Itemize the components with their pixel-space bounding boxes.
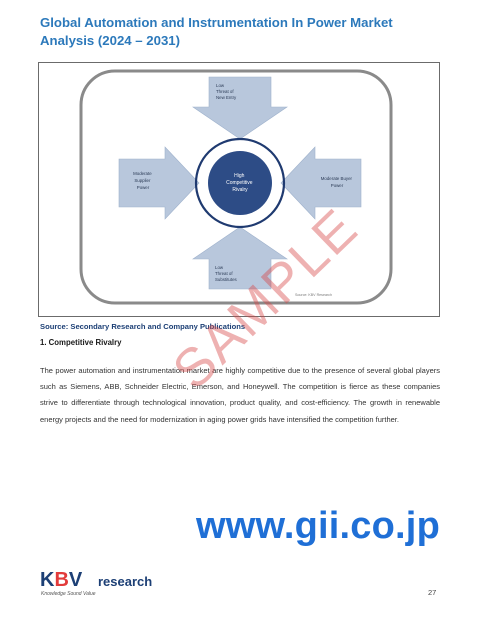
section-heading: 1. Competitive Rivalry [40, 338, 122, 347]
arrow-top [192, 76, 288, 140]
arrow-left [118, 146, 200, 220]
website-url[interactable]: www.gii.co.jp [196, 505, 440, 547]
logo-tagline: Knowledge Sound Value [41, 591, 96, 597]
logo-letter-k: K [40, 569, 55, 591]
center-circle [208, 151, 272, 215]
page-title: Global Automation and Instrumentation In… [40, 15, 393, 48]
body-paragraph: The power automation and instrumentation… [40, 366, 440, 424]
diagram-frame [79, 69, 393, 305]
figure-source: Source: Secondary Research and Company P… [40, 322, 246, 331]
right-force-label: Moderate Buyer Power [321, 176, 353, 188]
porters-five-forces-figure: High Competitive Rivalry Low Threat of N… [38, 62, 440, 317]
top-force-label: Low Threat of New Entry [216, 83, 237, 100]
arrow-bottom [192, 226, 288, 290]
page-number: 27 [428, 588, 437, 597]
bottom-force-label: Low Threat of Substitutes [215, 265, 238, 282]
logo-letter-v: V [68, 569, 83, 591]
five-forces-diagram: High Competitive Rivalry Low Threat of N… [79, 69, 393, 305]
left-force-label: Moderate Supplier Power [133, 171, 153, 190]
center-label: High Competitive Rivalry [226, 173, 254, 193]
logo-mark: KBV [40, 570, 82, 590]
logo-wordmark: research [98, 574, 153, 589]
arrow-right [280, 146, 362, 220]
figure-credit: Source: KBV Research [295, 293, 332, 297]
center-ring [194, 137, 286, 229]
logo-letter-b: B [54, 569, 69, 591]
kbv-research-logo: KBV research Knowledge Sound Value [40, 570, 180, 600]
